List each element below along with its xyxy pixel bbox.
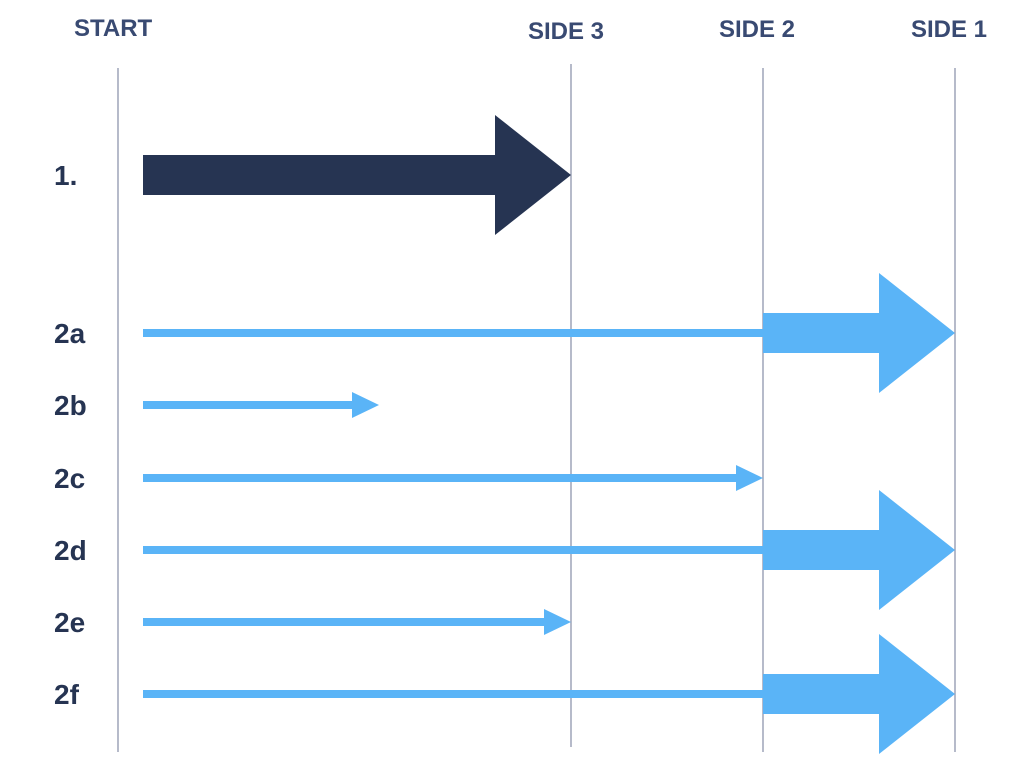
row-label-2f: 2f	[54, 679, 80, 710]
arrow-head	[763, 273, 955, 393]
row-label-2b: 2b	[54, 390, 87, 421]
arrow-head	[763, 490, 955, 610]
row-label-2e: 2e	[54, 607, 85, 638]
arrow-shaft	[143, 618, 545, 626]
arrow-head	[736, 465, 763, 491]
arrow-1-dark	[143, 115, 571, 235]
arrow-2f	[143, 634, 955, 754]
arrow-2b	[143, 392, 379, 418]
arrow-shaft	[143, 690, 764, 698]
arrow-head	[763, 634, 955, 754]
side-1-column-label: SIDE 1	[911, 16, 987, 43]
arrow-2d	[143, 490, 955, 610]
row-label-2d: 2d	[54, 535, 87, 566]
arrow-shaft	[143, 401, 353, 409]
side-3-column-label: SIDE 3	[528, 18, 604, 45]
side-2-column-label: SIDE 2	[719, 16, 795, 43]
row-label-2a: 2a	[54, 318, 86, 349]
arrow-head	[352, 392, 379, 418]
dark-arrow-shape	[143, 115, 571, 235]
arrow-shaft	[143, 546, 764, 554]
row-label-2c: 2c	[54, 463, 85, 494]
start-column-label: START	[74, 15, 153, 42]
arrow-2c	[143, 465, 763, 491]
arrow-head	[544, 609, 571, 635]
arrow-shaft	[143, 474, 737, 482]
arrow-shaft	[143, 329, 764, 337]
arrow-2a	[143, 273, 955, 393]
row-label-1: 1.	[54, 160, 77, 191]
arrow-2e	[143, 609, 571, 635]
